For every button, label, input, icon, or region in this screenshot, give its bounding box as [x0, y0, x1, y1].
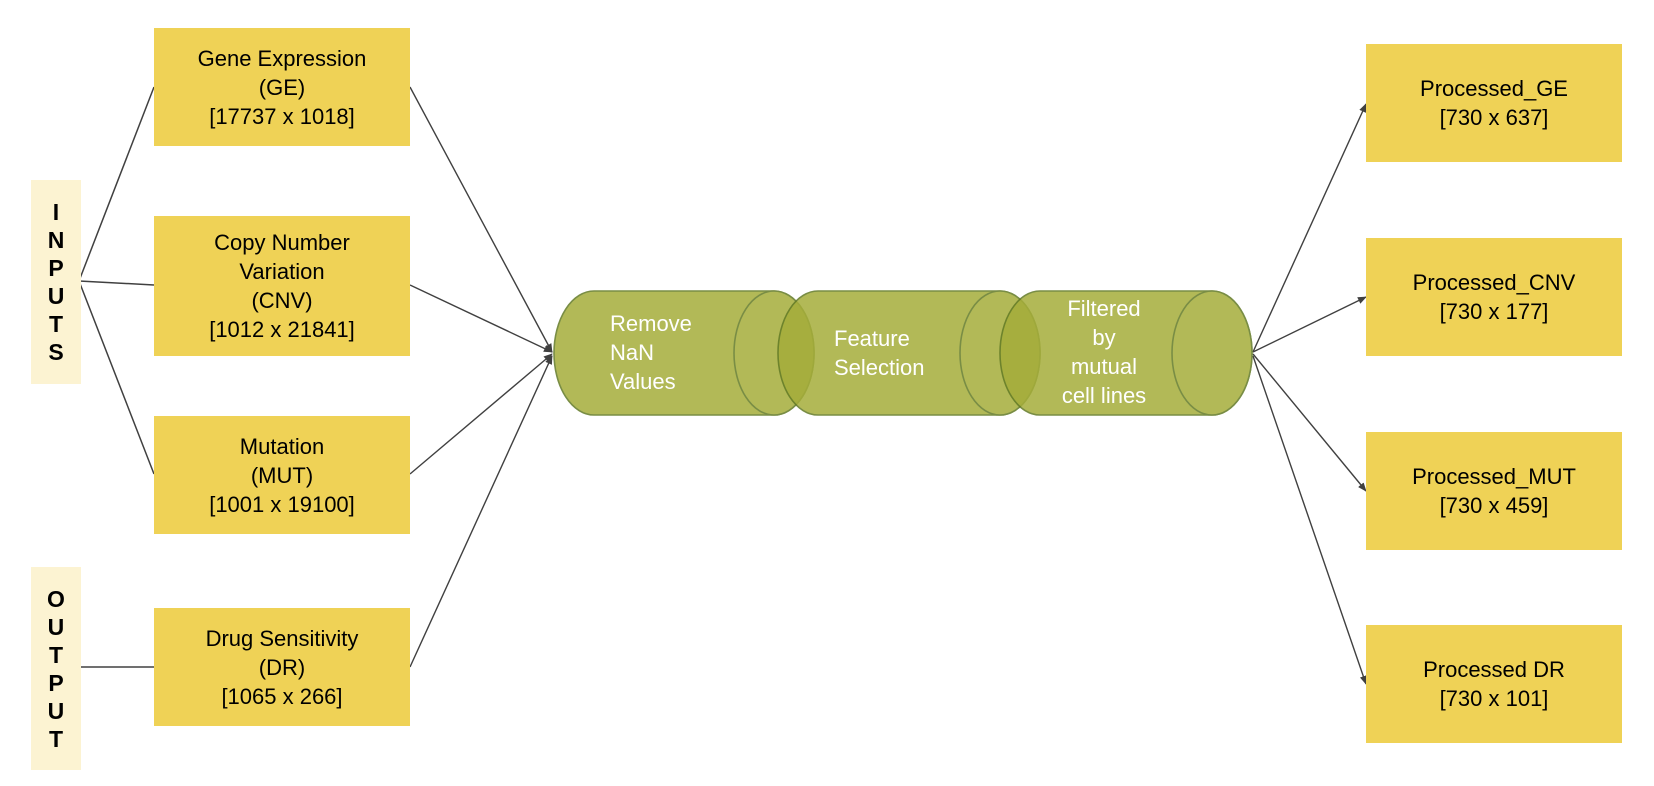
- input-dims: [17737 x 1018]: [209, 103, 355, 129]
- output-dims: [730 x 459]: [1439, 493, 1549, 518]
- arrow-cnv-to-pipeline: [409, 284, 553, 353]
- output-side-label-text: O U T P U T: [47, 585, 65, 752]
- step-remove-nan-label: Remove NaN Values: [610, 311, 692, 394]
- cylinder-filter-mutual: [999, 290, 1253, 416]
- output-box-processed-mut: Processed_MUT [730 x 459]: [1366, 432, 1622, 550]
- output-name: Processed DR: [1423, 657, 1565, 682]
- input-name: Copy Number Variation: [214, 230, 350, 284]
- input-name: Gene Expression: [197, 45, 367, 71]
- output-dims: [730 x 101]: [1439, 686, 1549, 711]
- output-box-processed-dr: Processed DR [730 x 101]: [1366, 625, 1622, 743]
- input-abbr: (CNV): [251, 288, 313, 313]
- step-feature-selection-label: Feature Selection: [834, 326, 925, 380]
- inputs-bracket-line-cnv: [78, 280, 155, 286]
- input-abbr: (MUT): [250, 462, 314, 488]
- output-dims: [730 x 637]: [1439, 105, 1549, 130]
- input-name: Drug Sensitivity: [205, 625, 359, 651]
- output-box-processed-ge: Processed_GE [730 x 637]: [1366, 44, 1622, 162]
- inputs-side-label: I N P U T S: [31, 180, 81, 384]
- arrow-pipeline-to-ge: [1252, 103, 1367, 353]
- output-name: Processed_CNV: [1412, 270, 1576, 295]
- output-name: Processed_MUT: [1412, 464, 1576, 489]
- output-side-label: O U T P U T: [31, 567, 81, 770]
- input-box-drug-sensitivity: Drug Sensitivity (DR) [1065 x 266]: [154, 608, 410, 726]
- arrow-pipeline-to-cnv: [1252, 296, 1367, 353]
- input-dims: [1012 x 21841]: [209, 317, 355, 342]
- input-dims: [1065 x 266]: [221, 683, 343, 709]
- arrow-dr-to-pipeline: [409, 355, 553, 668]
- input-abbr: (DR): [258, 654, 306, 680]
- output-dims: [730 x 177]: [1439, 299, 1549, 324]
- input-box-mutation: Mutation (MUT) [1001 x 19100]: [154, 416, 410, 534]
- output-name: Processed_GE: [1420, 76, 1568, 101]
- inputs-side-label-text: I N P U T S: [47, 199, 65, 365]
- input-abbr: (GE): [258, 74, 306, 100]
- arrow-mut-to-pipeline: [409, 353, 553, 475]
- input-box-gene-expression: Gene Expression (GE) [17737 x 1018]: [154, 28, 410, 146]
- input-dims: [1001 x 19100]: [209, 491, 355, 517]
- arrow-pipeline-to-mut: [1252, 353, 1367, 492]
- arrow-pipeline-to-dr: [1252, 355, 1367, 685]
- input-name: Mutation: [239, 433, 325, 459]
- step-filter-mutual-label: Filtered by mutual cell lines: [1061, 296, 1147, 408]
- input-box-copy-number-variation: Copy Number Variation (CNV) [1012 x 2184…: [154, 216, 410, 356]
- inputs-bracket-line-ge: [78, 86, 155, 282]
- inputs-bracket-line-mut: [78, 280, 155, 475]
- arrow-ge-to-pipeline: [409, 86, 553, 353]
- output-box-processed-cnv: Processed_CNV [730 x 177]: [1366, 238, 1622, 356]
